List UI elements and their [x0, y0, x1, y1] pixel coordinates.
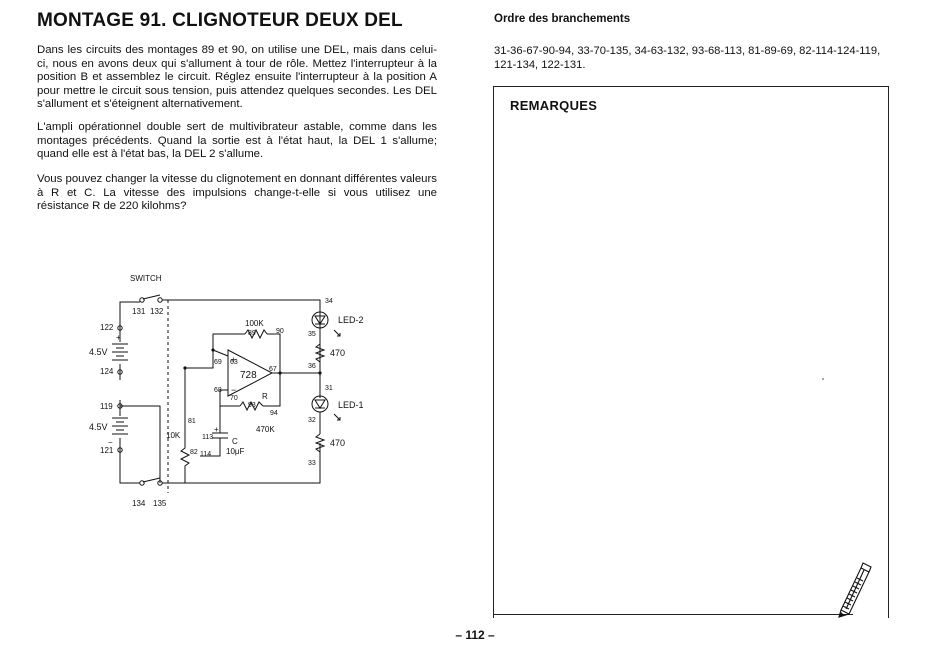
node-63: 63	[230, 359, 238, 366]
resistor-470-a-label: 470	[330, 348, 345, 358]
scan-speck	[822, 378, 824, 380]
node-35: 35	[308, 331, 316, 338]
remarks-box-bottom-line	[493, 614, 853, 615]
node-81: 81	[188, 418, 196, 425]
connections-list: 31-36-67-90-94, 33-70-135, 34-63-132, 93…	[494, 45, 881, 71]
resistor-470-b-label: 470	[330, 438, 345, 448]
remarks-box: REMARQUES	[493, 86, 889, 618]
led-2-label: LED-2	[338, 315, 364, 325]
opamp-label: 728	[240, 370, 257, 381]
node-34: 34	[325, 298, 333, 305]
node-113: 113	[202, 434, 213, 441]
battery-2-minus: −	[108, 438, 113, 447]
remarks-title: REMARQUES	[510, 98, 598, 113]
node-69: 69	[214, 359, 222, 366]
node-134: 134	[132, 499, 146, 508]
opamp-plus: +	[231, 355, 236, 365]
node-122: 122	[100, 323, 114, 332]
node-36: 36	[308, 363, 316, 370]
battery-1-label: 4.5V	[89, 347, 108, 357]
node-31: 31	[325, 385, 333, 392]
led-1-label: LED-1	[338, 400, 364, 410]
node-94: 94	[270, 410, 278, 417]
node-68: 68	[214, 387, 222, 394]
pencil-icon	[838, 562, 872, 618]
page-title: MONTAGE 91. CLIGNOTEUR DEUX DEL	[37, 10, 403, 31]
node-114: 114	[200, 451, 211, 458]
node-67: 67	[269, 366, 277, 373]
node-33: 33	[308, 460, 316, 467]
node-124: 124	[100, 367, 114, 376]
resistor-r-label: R	[262, 392, 268, 401]
node-32: 32	[308, 417, 316, 424]
page-number: – 112 –	[455, 628, 495, 642]
node-119: 119	[100, 402, 113, 411]
node-89: 89	[248, 330, 256, 337]
connections-title: Ordre des branchements	[494, 13, 631, 25]
paragraph-3: Vous pouvez changer la vitesse du cligno…	[37, 173, 437, 213]
node-90: 90	[276, 328, 284, 335]
node-93: 93	[248, 402, 256, 409]
opamp-minus: −	[231, 385, 236, 395]
node-131: 131	[132, 307, 146, 316]
capacitor-value: 10μF	[226, 447, 245, 456]
resistor-100k-label: 100K	[245, 319, 264, 328]
battery-2-label: 4.5V	[89, 422, 108, 432]
resistor-470k-label: 470K	[256, 425, 275, 434]
switch-label: SWITCH	[130, 274, 162, 283]
battery-1-plus: +	[116, 333, 121, 342]
paragraph-2: L'ampli opérationnel double sert de mult…	[37, 121, 437, 161]
capacitor-label: C	[232, 437, 238, 446]
paragraph-1: Dans les circuits des montages 89 et 90,…	[37, 44, 437, 111]
capacitor-plus: +	[214, 425, 219, 434]
node-70: 70	[230, 395, 238, 402]
resistor-10k-label: 10K	[166, 431, 181, 440]
node-121: 121	[100, 446, 114, 455]
circuit-diagram: SWITCH 131 132 134 135 122 124 119 121 4…	[89, 274, 364, 508]
node-132: 132	[150, 307, 164, 316]
node-82: 82	[190, 449, 198, 456]
node-135: 135	[153, 499, 167, 508]
